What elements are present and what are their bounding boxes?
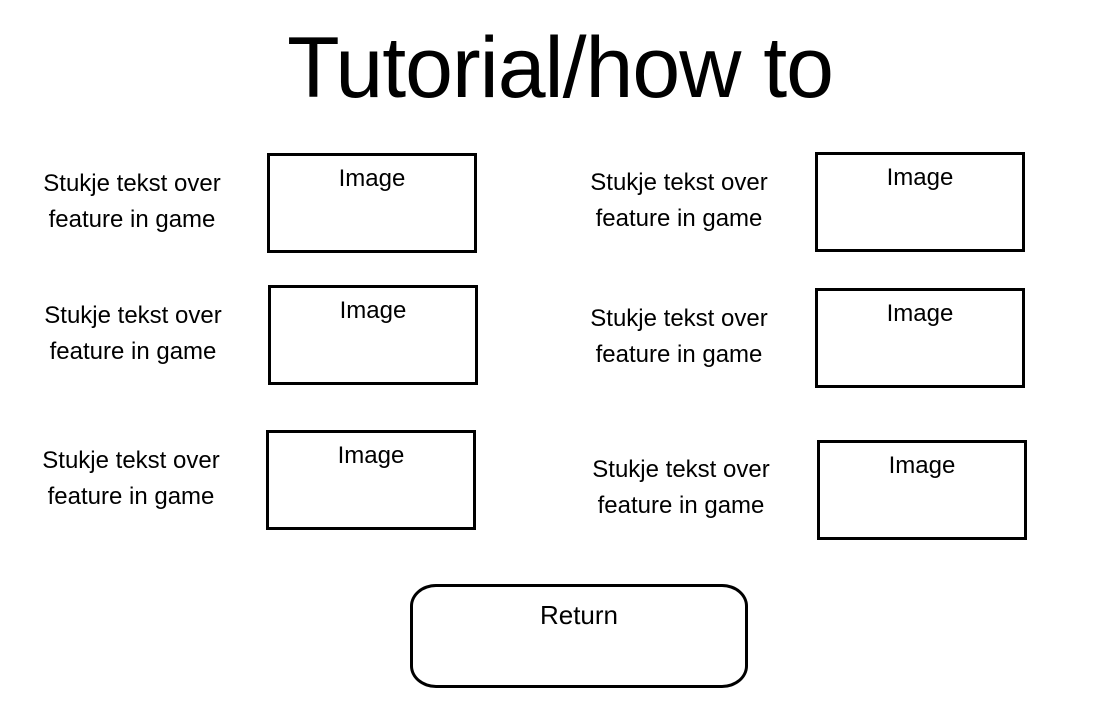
feature-description-line: feature in game bbox=[48, 206, 216, 233]
feature-description: Stukje tekst over feature in game bbox=[559, 301, 799, 373]
feature-image-placeholder: Image bbox=[815, 152, 1025, 252]
feature-description: Stukje tekst over feature in game bbox=[13, 298, 253, 370]
feature-image-placeholder: Image bbox=[815, 288, 1025, 388]
return-button[interactable]: Return bbox=[410, 584, 748, 688]
feature-description: Stukje tekst over feature in game bbox=[11, 443, 251, 515]
feature-description-line: Stukje tekst over bbox=[592, 456, 770, 483]
feature-description-line: Stukje tekst over bbox=[44, 302, 222, 329]
feature-description-line: Stukje tekst over bbox=[43, 170, 221, 197]
feature-image-placeholder: Image bbox=[267, 153, 477, 253]
feature-description-line: feature in game bbox=[595, 205, 763, 232]
feature-description-line: feature in game bbox=[597, 492, 765, 519]
feature-description-line: Stukje tekst over bbox=[590, 169, 768, 196]
return-button-label: Return bbox=[539, 600, 619, 630]
feature-description: Stukje tekst over feature in game bbox=[561, 452, 801, 524]
feature-description-line: Stukje tekst over bbox=[590, 305, 768, 332]
feature-description: Stukje tekst over feature in game bbox=[12, 166, 252, 238]
feature-image-placeholder: Image bbox=[817, 440, 1027, 540]
feature-image-placeholder: Image bbox=[268, 285, 478, 385]
feature-description: Stukje tekst over feature in game bbox=[559, 165, 799, 237]
feature-image-placeholder: Image bbox=[266, 430, 476, 530]
feature-description-line: Stukje tekst over bbox=[42, 447, 220, 474]
page-title: Tutorial/how to bbox=[287, 20, 834, 116]
feature-description-line: feature in game bbox=[47, 483, 215, 510]
feature-description-line: feature in game bbox=[595, 341, 763, 368]
feature-description-line: feature in game bbox=[49, 338, 217, 365]
